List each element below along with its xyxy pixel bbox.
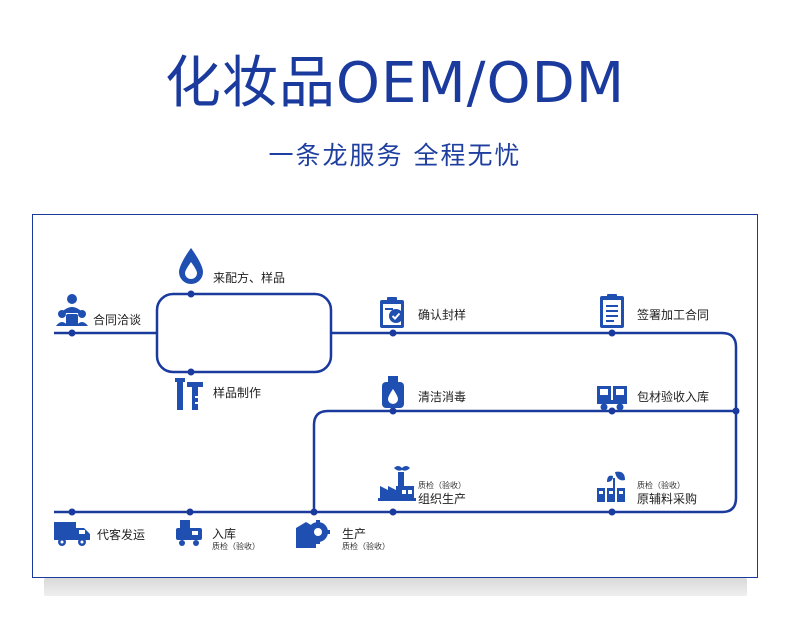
flow-loop-sample bbox=[155, 292, 333, 374]
delivery-truck-icon bbox=[54, 522, 90, 546]
sublabel-organize-production: 质检（验收） bbox=[418, 481, 466, 490]
sublabel-raw-material: 质检（验收） bbox=[637, 481, 685, 490]
label-clean-disinfect: 清洁消毒 bbox=[418, 390, 467, 404]
cart-icon bbox=[176, 520, 202, 546]
label-confirm-seal: 确认封样 bbox=[418, 308, 467, 322]
node-production bbox=[310, 508, 318, 516]
label-production: 生产 bbox=[342, 527, 367, 541]
node-sample-making bbox=[187, 368, 195, 376]
node-ship bbox=[68, 508, 76, 516]
page-title: 化妆品OEM/ODM bbox=[164, 51, 626, 116]
plant-box-icon bbox=[597, 471, 625, 502]
label-organize-production: 组织生产 bbox=[418, 492, 467, 506]
label-sample-making: 样品制作 bbox=[213, 386, 262, 400]
flow-line-top-right bbox=[331, 331, 738, 411]
node-storage bbox=[186, 508, 194, 516]
node-raw bbox=[608, 508, 616, 516]
flow-line-right-lower bbox=[721, 411, 738, 514]
label-raw-material: 原辅料采购 bbox=[637, 492, 698, 506]
document-icon bbox=[600, 294, 624, 328]
water-drop-icon bbox=[179, 248, 203, 284]
node-organize bbox=[389, 508, 397, 516]
people-icon bbox=[56, 294, 88, 326]
label-contract-talk: 合同洽谈 bbox=[93, 313, 142, 327]
sublabel-storage: 质检（验收） bbox=[212, 542, 260, 551]
clipboard-check-icon bbox=[380, 297, 404, 328]
truck-icon bbox=[597, 386, 627, 411]
node-contract bbox=[68, 329, 76, 337]
node-right-edge bbox=[732, 407, 740, 415]
label-ship: 代客发运 bbox=[97, 528, 146, 542]
node-package bbox=[608, 407, 616, 415]
node-confirm bbox=[389, 329, 397, 337]
label-packaging-storage: 包材验收入库 bbox=[637, 390, 710, 404]
flow-line-middle bbox=[312, 409, 736, 512]
label-storage: 入库 bbox=[212, 527, 237, 541]
node-clean bbox=[389, 407, 397, 415]
factory-icon bbox=[378, 466, 416, 501]
panel-shadow bbox=[44, 578, 747, 596]
label-formula-sample: 来配方、样品 bbox=[213, 271, 286, 285]
bottle-icon bbox=[382, 376, 404, 408]
tools-icon bbox=[175, 378, 203, 410]
page-subtitle: 一条龙服务 全程无忧 bbox=[268, 141, 522, 170]
node-sign bbox=[608, 329, 616, 337]
node-formula bbox=[187, 290, 195, 298]
label-sign-contract: 签署加工合同 bbox=[637, 308, 710, 322]
gear-box-icon bbox=[296, 520, 330, 548]
sublabel-production: 质检（验收） bbox=[342, 542, 390, 551]
